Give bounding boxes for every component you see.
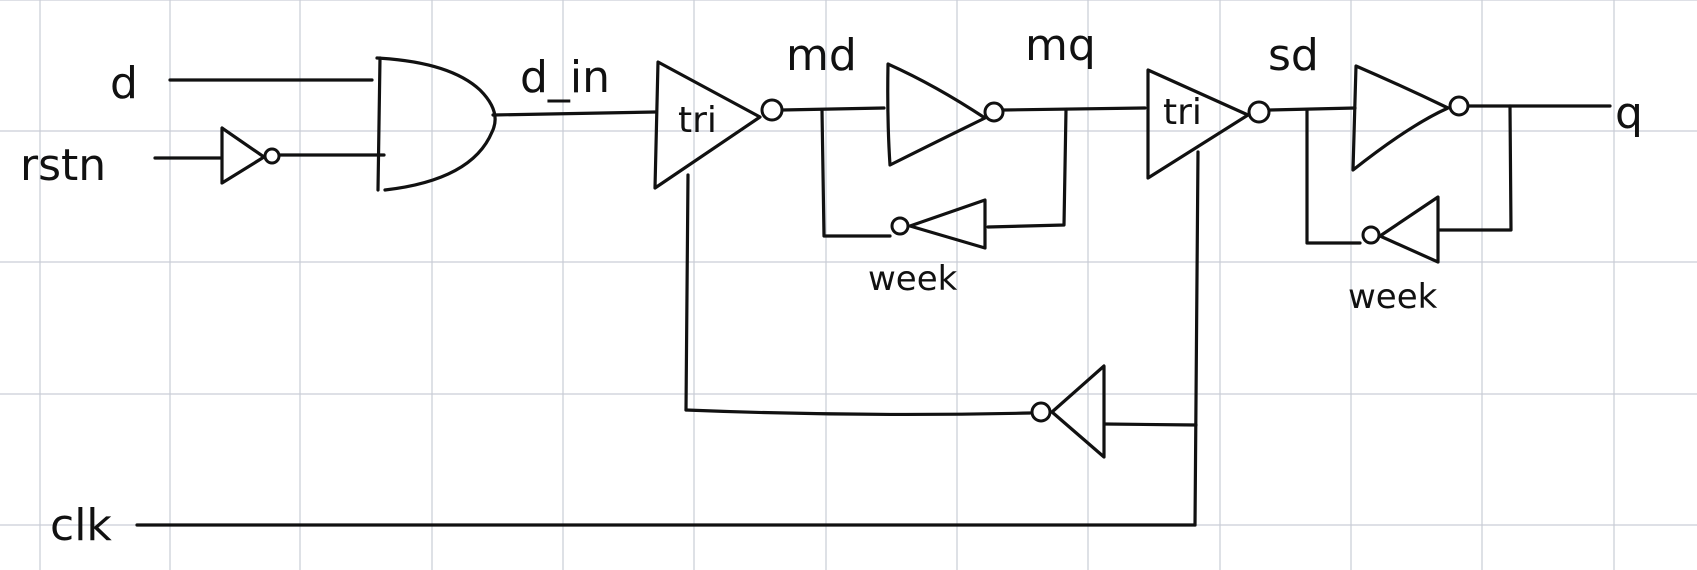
label-md: md [786, 30, 857, 81]
label-q: q [1615, 88, 1643, 139]
wire-sd [1268, 106, 1357, 112]
wire-mq-tap [986, 108, 1068, 229]
label-weak-master: week [868, 259, 958, 299]
label-d-in: d_in [520, 52, 610, 103]
master-inverter [886, 62, 1005, 167]
weak-inverter-master [890, 198, 987, 250]
label-mq: mq [1025, 20, 1096, 71]
wire-sd-tap [1305, 108, 1362, 245]
label-d: d [110, 58, 138, 109]
label-weak-slave: week [1348, 277, 1438, 317]
wire-clkb [684, 408, 1032, 417]
weak-inverter-slave [1361, 195, 1440, 264]
wire-q-tap [1438, 104, 1513, 232]
label-sd: sd [1268, 30, 1319, 81]
label-tri-master: tri [678, 100, 717, 141]
wire-clkb-riser [684, 173, 690, 412]
wire-md-tap [820, 108, 892, 238]
tristate-buffer-master [653, 60, 784, 190]
clock-inverter [1030, 364, 1106, 459]
wire-mq [1002, 106, 1147, 112]
rstn-inverter [220, 126, 281, 185]
label-rstn: rstn [20, 140, 106, 191]
tristate-buffer-slave [1146, 68, 1271, 180]
wires [135, 78, 1612, 527]
label-tri-slave: tri [1163, 92, 1202, 133]
wire-d-in [491, 110, 657, 117]
label-clk: clk [50, 500, 112, 551]
slave-inverter [1351, 64, 1470, 172]
wire-clk-to-inverter [1103, 422, 1198, 427]
wire-clk-riser [1193, 150, 1200, 527]
wire-md [780, 106, 886, 112]
and-gate [375, 56, 497, 192]
